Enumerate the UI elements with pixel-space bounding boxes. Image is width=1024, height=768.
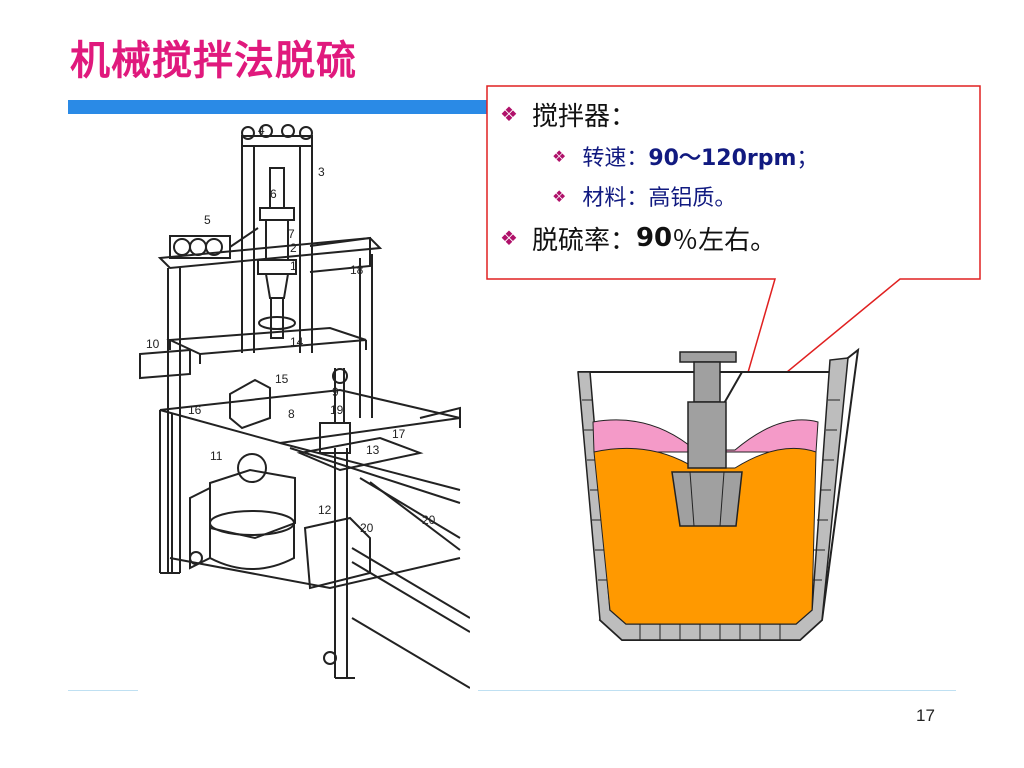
part-label: 20 — [360, 521, 374, 535]
item-label: 转速： — [582, 146, 649, 171]
callout-item-desulfurization-rate: ❖ 脱硫率： 90 ％左右。 — [500, 216, 970, 260]
part-label: 2 — [290, 241, 297, 255]
part-label: 19 — [330, 403, 344, 417]
ladle-cross-section — [577, 347, 860, 641]
part-label: 8 — [288, 407, 295, 421]
part-label: 16 — [188, 403, 202, 417]
part-label: 12 — [318, 503, 332, 517]
part-label: 10 — [146, 337, 160, 351]
item-value: 高铝质。 — [648, 186, 737, 211]
part-label: 3 — [318, 165, 325, 179]
part-label: 11 — [210, 449, 223, 463]
title-accent-bar — [68, 100, 488, 114]
diamond-cluster-icon: ❖ — [500, 102, 518, 126]
part-label: 5 — [204, 213, 211, 227]
part-label: 9 — [332, 385, 339, 399]
item-label: 材料： — [582, 186, 649, 211]
callout-text: ❖ 搅拌器： ❖ 转速： 90～120rpm ； ❖ 材料： 高铝质。 ❖ 脱硫… — [500, 92, 970, 260]
diamond-cluster-icon: ❖ — [500, 226, 518, 250]
item-value: 90 — [635, 223, 673, 253]
page-number: 17 — [916, 706, 935, 725]
callout-item-speed: ❖ 转速： 90～120rpm ； — [500, 136, 970, 176]
part-label: 18 — [350, 263, 364, 277]
footer-line-left — [68, 690, 138, 691]
part-label: 4 — [258, 123, 265, 137]
diamond-cluster-icon: ❖ — [552, 146, 567, 166]
part-label: 6 — [270, 187, 277, 201]
item-label: 脱硫率： — [531, 225, 636, 256]
slide-title: 机械搅拌法脱硫 — [70, 38, 357, 84]
stirring-machine-drawing: 4 3 6 5 7 2 1 18 14 10 9 15 8 19 16 17 1… — [139, 123, 470, 689]
part-label: 7 — [288, 227, 295, 241]
part-label: 1 — [290, 259, 297, 273]
item-suffix: ％左右。 — [672, 225, 777, 256]
diamond-cluster-icon: ❖ — [552, 186, 567, 206]
item-suffix: ； — [796, 146, 819, 171]
callout-item-material: ❖ 材料： 高铝质。 — [500, 176, 970, 216]
footer-line-right — [478, 690, 956, 691]
part-label: 20 — [422, 513, 436, 527]
part-label: 13 — [366, 443, 380, 457]
part-label: 15 — [275, 372, 289, 386]
item-value: 90～120rpm — [648, 146, 797, 171]
part-label: 14 — [290, 335, 304, 349]
item-text: 搅拌器： — [531, 101, 636, 132]
callout-item-stirrer: ❖ 搅拌器： — [500, 92, 970, 136]
part-label: 17 — [392, 427, 406, 441]
